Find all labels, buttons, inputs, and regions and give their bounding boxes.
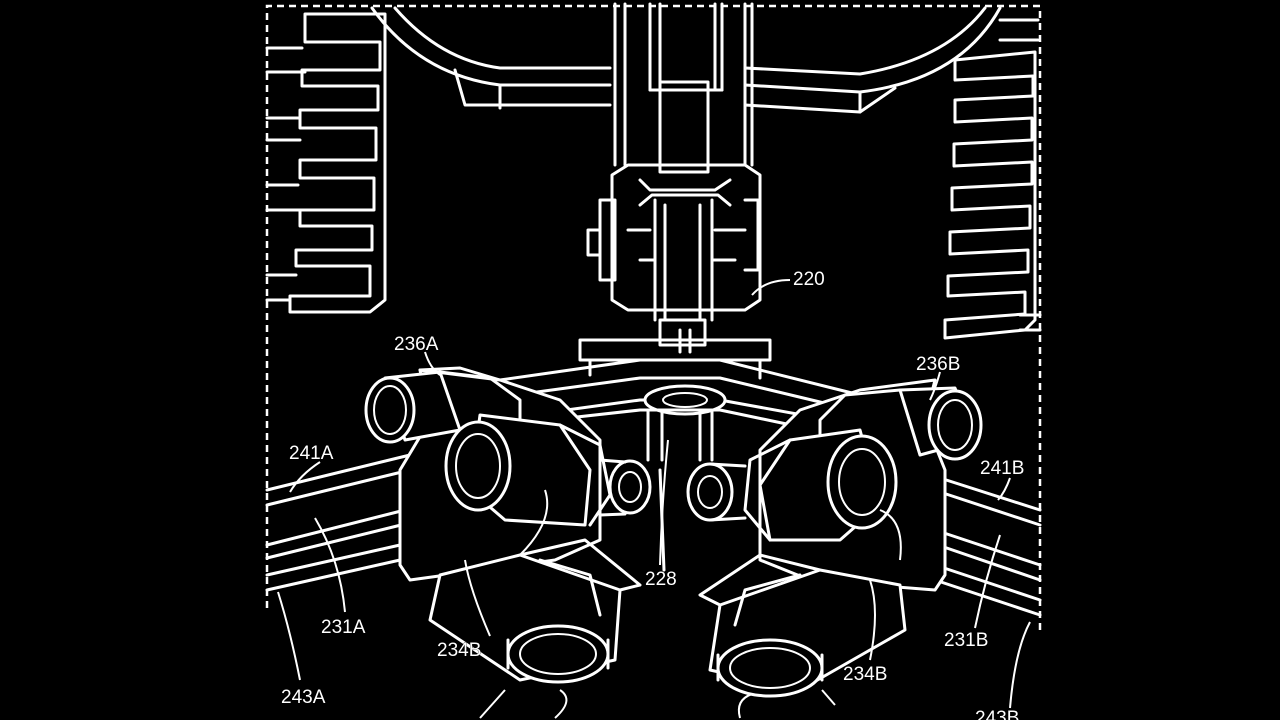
label-241a: 241A — [289, 443, 334, 464]
right-stepped-bracket — [943, 18, 1042, 340]
label-228: 228 — [645, 569, 677, 590]
label-236a: 236A — [394, 334, 439, 355]
left-rails — [265, 453, 412, 592]
leader-lines — [277, 279, 1031, 719]
label-231a: 231A — [321, 617, 366, 638]
central-shaft — [578, 2, 772, 380]
label-241b: 241B — [980, 458, 1024, 479]
label-231b: 231B — [944, 630, 988, 651]
right-rails — [933, 476, 1042, 617]
dashed-frame — [265, 4, 1042, 632]
label-234b-right: 234B — [843, 664, 887, 685]
label-220: 220 — [793, 269, 825, 290]
label-243b: 243B — [975, 708, 1019, 720]
reference-labels: 220 236A 236B 241A 241B 231A 231B 234B 2… — [281, 269, 1025, 720]
left-camera-cluster — [364, 366, 652, 684]
left-stepped-bracket — [265, 12, 387, 314]
label-236b: 236B — [916, 354, 960, 375]
label-243a: 243A — [281, 687, 326, 708]
curved-arch — [370, 6, 1002, 114]
right-camera-cluster — [686, 378, 983, 698]
label-234b-left: 234B — [437, 640, 481, 661]
hub-plate — [498, 358, 862, 572]
